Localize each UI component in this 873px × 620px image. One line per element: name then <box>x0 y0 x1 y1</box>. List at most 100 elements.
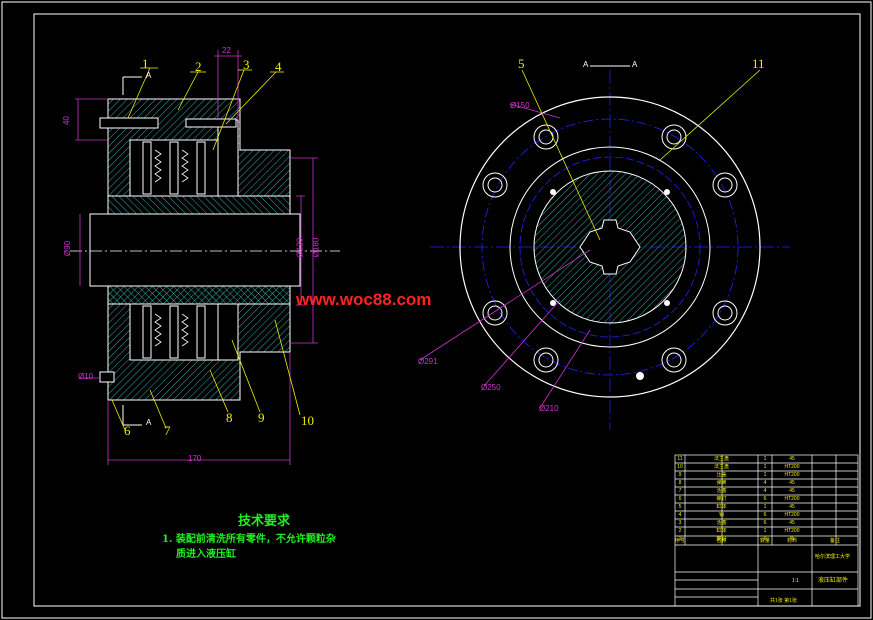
parts-cell-name: 活塞 <box>716 488 727 494</box>
hdr-name: 名称 <box>716 538 727 544</box>
balloon-2: 2 <box>195 59 202 74</box>
parts-row: 11 法兰盘 1 45 <box>675 456 858 464</box>
parts-cell-no: 1 <box>678 536 682 542</box>
parts-cell-name: 弹簧 <box>716 480 727 486</box>
parts-cell-name: 法兰盘 <box>713 456 729 462</box>
parts-cell-no: 2 <box>678 528 682 534</box>
title-block <box>674 454 859 607</box>
hdr-qty: 数量 <box>759 538 770 544</box>
parts-cell-qty: 6 <box>763 520 767 526</box>
parts-cell-mat: HT200 <box>784 512 800 518</box>
parts-cell-mat: 45 <box>789 456 795 462</box>
parts-row: 8 弹簧 4 45 <box>675 480 858 488</box>
parts-row: 6 螺钉 6 HT200 <box>675 496 858 504</box>
parts-cell-qty: 1 <box>763 456 767 462</box>
tb-title: 液压缸部件 <box>818 578 849 584</box>
dim-pin: Ø10 <box>78 372 94 381</box>
dim-width: 170 <box>188 454 202 463</box>
parts-cell-qty: 1 <box>763 464 767 470</box>
hdr-no: 序号 <box>675 538 686 544</box>
parts-cell-qty: 1 <box>763 472 767 478</box>
parts-cell-mat: 45 <box>789 504 795 510</box>
parts-cell-mat: 45 <box>789 480 795 486</box>
parts-cell-mat: HT200 <box>784 464 800 470</box>
parts-cell-name: 法兰盘 <box>713 464 729 470</box>
balloon-6: 6 <box>124 423 131 438</box>
balloon-7: 7 <box>164 423 171 438</box>
watermark: www.woc88.com <box>296 290 432 309</box>
dim-d150: Ø150 <box>510 101 530 110</box>
parts-cell-qty: 6 <box>763 512 767 518</box>
hdr-note: 备注 <box>829 538 840 544</box>
section-marker-right-a: A <box>583 60 589 69</box>
dim-bore: Ø90 <box>63 240 73 257</box>
parts-cell-name: 销 <box>718 512 724 518</box>
parts-cell-no: 5 <box>678 504 682 510</box>
tech-req-line2: 质进入液压缸 <box>176 549 236 560</box>
parts-row: 1 螺钉 6 45 <box>675 536 858 544</box>
parts-cell-no: 8 <box>678 480 682 486</box>
balloon-11: 11 <box>752 56 765 71</box>
hdr-mat: 材料 <box>786 538 797 544</box>
parts-cell-mat: HT200 <box>784 496 800 502</box>
end-view <box>419 65 790 430</box>
parts-cell-qty: 1 <box>763 528 767 534</box>
tech-req-line1: 1. 装配前清洗所有零件，不允许颗粒杂 <box>162 534 336 545</box>
dim-d291: Ø291 <box>418 357 438 366</box>
parts-cell-qty: 4 <box>763 480 767 486</box>
tb-sheet: 共1张 第1张 <box>770 598 797 604</box>
balloon-10: 10 <box>301 413 314 428</box>
dim-d120: Ø120 <box>295 237 305 258</box>
parts-row: 5 缸体 1 45 <box>675 504 858 512</box>
parts-row: 4 销 6 HT200 <box>675 512 858 520</box>
dim-height: 40 <box>61 116 71 125</box>
parts-cell-mat: HT200 <box>784 528 800 534</box>
parts-cell-no: 10 <box>677 464 683 470</box>
section-view <box>70 50 340 465</box>
tb-scale: 1:1 <box>792 578 799 584</box>
parts-row: 10 法兰盘 1 HT200 <box>675 464 858 472</box>
parts-cell-mat: HT200 <box>784 472 800 478</box>
balloon-8: 8 <box>226 410 233 425</box>
parts-cell-name: 缸体 <box>716 504 727 510</box>
parts-cell-no: 7 <box>678 488 682 494</box>
balloon-1: 1 <box>142 56 149 71</box>
balloon-9: 9 <box>258 410 265 425</box>
dim-d250: Ø250 <box>481 383 501 392</box>
balloon-5: 5 <box>518 56 525 71</box>
parts-cell-no: 11 <box>677 456 683 462</box>
dim-d210: Ø210 <box>539 404 559 413</box>
parts-row: 3 活塞 6 45 <box>675 520 858 528</box>
dim-top: 22 <box>222 46 231 55</box>
parts-row: 2 缸体 1 HT200 <box>675 528 858 536</box>
tech-req-title: 技术要求 <box>238 514 291 529</box>
section-marker-bottom-left: A <box>146 418 152 427</box>
parts-cell-qty: 1 <box>763 504 767 510</box>
parts-cell-name: 活塞 <box>716 520 727 526</box>
parts-cell-qty: 6 <box>763 496 767 502</box>
parts-cell-name: 缸体 <box>716 528 727 534</box>
balloon-4: 4 <box>275 59 282 74</box>
parts-cell-mat: 45 <box>789 536 795 542</box>
tb-school: 哈尔滨理工大学 <box>815 554 851 560</box>
parts-cell-qty: 4 <box>763 488 767 494</box>
parts-cell-no: 4 <box>678 512 682 518</box>
parts-cell-mat: 45 <box>789 488 795 494</box>
parts-cell-name: 螺钉 <box>716 536 727 542</box>
parts-header: 序号 名称 数量 材料 备注 <box>675 537 858 545</box>
balloon-3: 3 <box>243 57 250 72</box>
sheet-border-inner <box>33 13 861 607</box>
parts-cell-mat: 45 <box>789 520 795 526</box>
parts-cell-no: 9 <box>678 472 682 478</box>
parts-cell-no: 6 <box>678 496 682 502</box>
parts-cell-name: 螺钉 <box>716 496 727 502</box>
dim-d180: Ø180 <box>311 237 321 258</box>
section-marker-right-b: A <box>632 60 638 69</box>
parts-cell-qty: 6 <box>763 536 767 542</box>
section-marker-top-left: A <box>146 71 152 80</box>
parts-cell-no: 3 <box>678 520 682 526</box>
